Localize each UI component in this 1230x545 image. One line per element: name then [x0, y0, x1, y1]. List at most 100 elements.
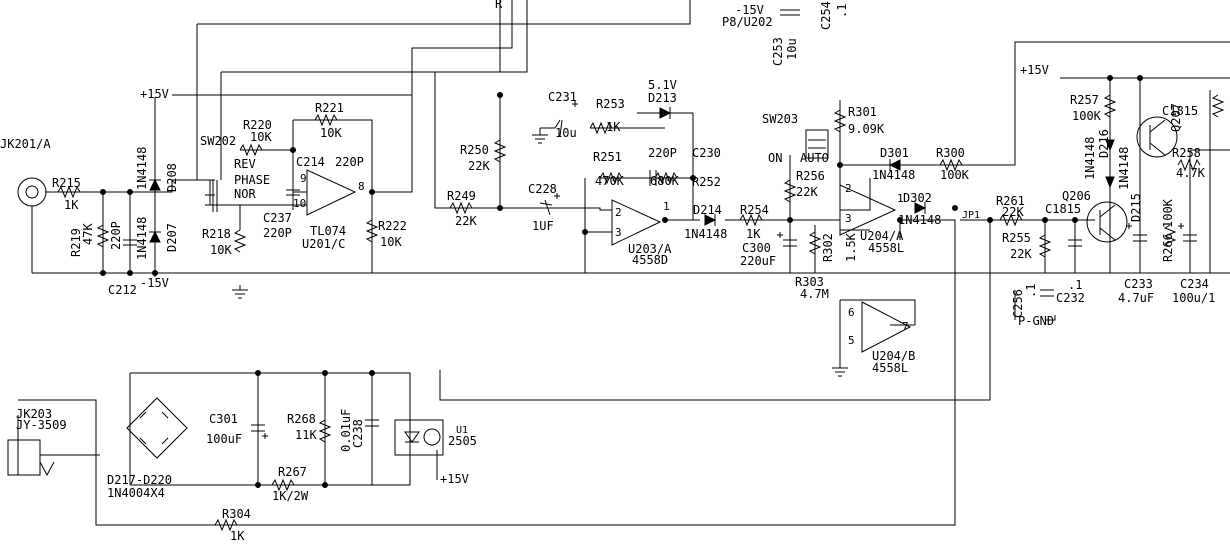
opamp-pin: 2	[615, 206, 622, 219]
sw203-label: SW203	[762, 112, 798, 126]
phase-label: PHASE	[234, 173, 270, 187]
resistor-value: 1K	[746, 227, 761, 241]
diode-value: 5.1V	[648, 78, 677, 92]
capacitor-value: 220uF	[740, 254, 776, 268]
resistor-ref: R302	[821, 233, 835, 262]
resistor-ref: R266	[1161, 233, 1175, 262]
opamp-labels: U201/C TL074 8 9 10 U203/A 4558D 1 2 3 U…	[293, 172, 915, 375]
nor-label: NOR	[234, 187, 256, 201]
resistor-value: 4.7M	[800, 287, 829, 301]
diode-value: 1N4148	[135, 217, 149, 260]
capacitor-ref: C238	[351, 419, 365, 448]
opamp-pin: 5	[848, 334, 855, 347]
capacitor-value: 100u/1	[1172, 291, 1215, 305]
capacitor-value: 10u	[555, 126, 577, 140]
capacitor-ref: C301	[209, 412, 238, 426]
resistor-ref: R304	[222, 507, 251, 521]
opamp-pin: 8	[358, 180, 365, 193]
transistor-part: C1815	[1162, 104, 1198, 118]
jk203-label-a: JK203	[16, 407, 52, 421]
resistor-ref: R300	[936, 146, 965, 160]
resistor-ref: R253	[596, 97, 625, 111]
resistor-ref: R219	[69, 228, 83, 257]
resistor-labels: R215 1K R219 47K R220 10K R221 10K R218 …	[52, 93, 1206, 543]
resistor-value: 1.5K	[844, 232, 858, 262]
diode-value: 1N4004X4	[107, 486, 165, 500]
jk201-label: JK201/A	[0, 137, 51, 151]
resistor-ref: R267	[278, 465, 307, 479]
opamp-pin: 10	[293, 197, 306, 210]
capacitor-ref: C228	[528, 182, 557, 196]
transistor-labels: Q207 C1815 Q206 C1815	[1045, 103, 1198, 216]
opamp-part: 4558L	[872, 361, 908, 375]
resistor-value: 22K	[1002, 205, 1024, 219]
resistor-ref: R215	[52, 176, 81, 190]
resistor-ref: R252	[692, 175, 721, 189]
opamp-pin: 3	[615, 226, 622, 239]
resistor-ref: R220	[243, 118, 272, 132]
resistor-value: 4.7K	[1176, 166, 1206, 180]
resistor-value: 22K	[1010, 247, 1032, 261]
polarity-marks	[262, 101, 1184, 439]
diode-value: 1N4148	[1083, 137, 1097, 180]
resistor-value: 100K	[1161, 198, 1175, 228]
diode-value: 1N4148	[135, 147, 149, 190]
diode-value: 1N4148	[872, 168, 915, 182]
resistor-value: 10K	[380, 235, 402, 249]
resistor-value: 10K	[210, 243, 232, 257]
capacitor-value: 0.01uF	[339, 409, 353, 452]
auto-label: AUTO	[800, 151, 829, 165]
diode-ref: D215	[1129, 193, 1143, 222]
resistor-ref: R257	[1070, 93, 1099, 107]
r-top-label: R	[495, 0, 503, 11]
rail-minus15-left: -15V	[140, 276, 169, 290]
diode-ref: D208	[165, 163, 179, 192]
resistor-value: 22K	[455, 214, 477, 228]
rev-label: REV	[234, 157, 256, 171]
resistor-ref: R255	[1002, 231, 1031, 245]
capacitor-value: 1UF	[532, 219, 554, 233]
capacitor-ref: C212	[108, 283, 137, 297]
resistor-ref: R254	[740, 203, 769, 217]
resistor-ref: R303	[795, 275, 824, 289]
capacitor-symbols	[123, 9, 1197, 432]
opamp-pin: 1	[897, 192, 904, 205]
opamp-ref: U203/A	[628, 242, 672, 256]
switch-labels: SW202 REV PHASE NOR SW203 ON AUTO	[200, 112, 829, 201]
resistor-symbols	[57, 94, 1225, 532]
sw202-label: SW202	[200, 134, 236, 148]
opamp-pin: 9	[300, 172, 307, 185]
diode-ref: D302	[903, 191, 932, 205]
capacitor-value: 100uF	[206, 432, 242, 446]
opamp-pin: 6	[848, 306, 855, 319]
resistor-value: 1K	[64, 198, 79, 212]
ground-symbols	[232, 128, 1056, 377]
resistor-ref: R268	[287, 412, 316, 426]
capacitor-ref: C237	[263, 211, 292, 225]
diode-symbols	[149, 107, 1115, 243]
capacitor-value: .1	[1024, 284, 1038, 298]
diode-value: 1N4148	[684, 227, 727, 241]
resistor-ref: R250	[460, 143, 489, 157]
capacitor-ref: C253	[771, 37, 785, 66]
optocoupler-labels: U1 2505	[448, 425, 477, 448]
diode-value: 1N4148	[1117, 147, 1131, 190]
diode-ref: D213	[648, 91, 677, 105]
transistor-ref: Q207	[1169, 103, 1183, 132]
diode-ref: D301	[880, 146, 909, 160]
diode-value: 1N4148	[898, 213, 941, 227]
diode-labels: D208 1N4148 D207 1N4148 D213 5.1V D214 1…	[107, 78, 1143, 500]
rail-labels: +15V -15V +15V -15V +15V P-GND	[140, 3, 1054, 486]
opamp-part: 4558L	[868, 241, 904, 255]
jp1-label: JP1	[962, 210, 980, 221]
resistor-value: 470K	[595, 174, 625, 188]
resistor-ref: R258	[1172, 146, 1201, 160]
capacitor-value: .1	[1068, 278, 1082, 292]
connector-labels: JK201/A JK203 JY-3509 P8/U202 JP1 R	[0, 0, 980, 432]
resistor-value: 10K	[320, 126, 342, 140]
opamp-ref: U204/A	[860, 229, 904, 243]
pgnd-label: P-GND	[1018, 314, 1054, 328]
opamp-pin: 7	[902, 320, 909, 333]
capacitor-value: 220P	[648, 146, 677, 160]
